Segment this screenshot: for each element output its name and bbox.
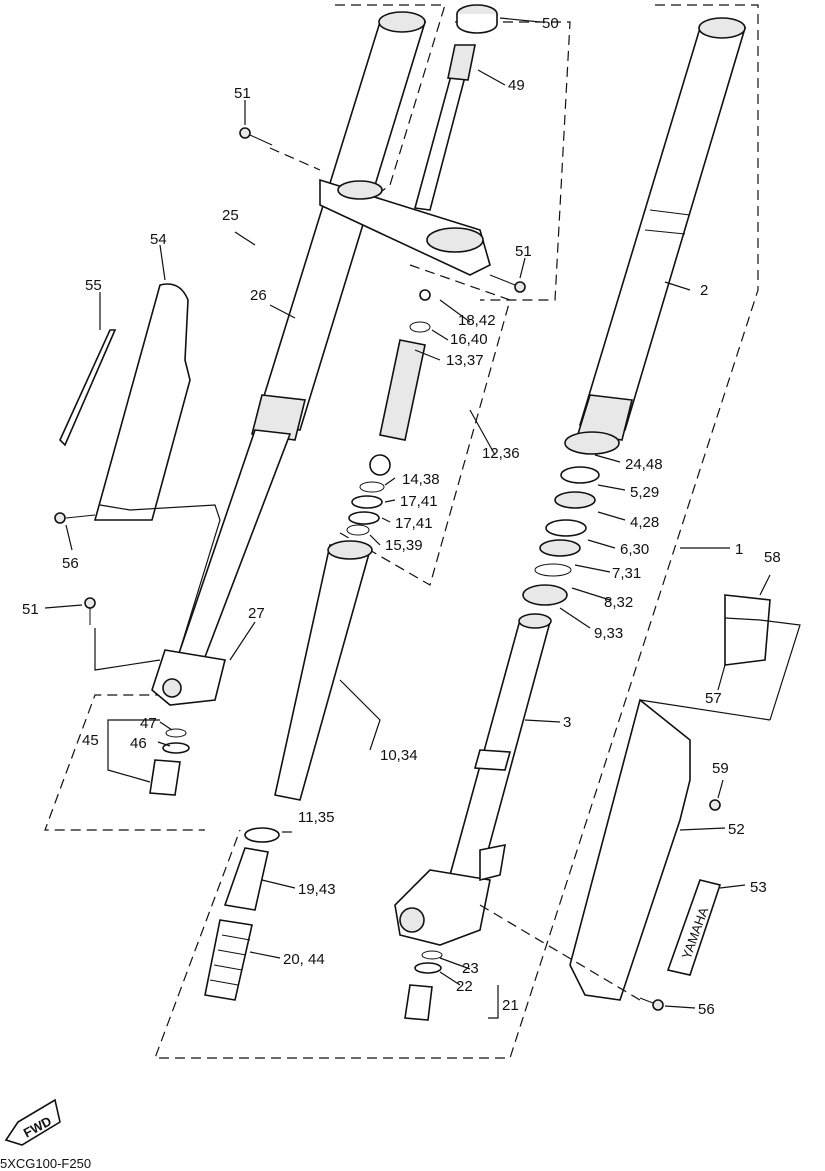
cap-50 [456,4,498,34]
label-3: 3 [563,714,571,731]
label-54: 54 [150,231,167,248]
adjuster-bottom-left [149,728,190,796]
label-57: 57 [705,690,722,707]
outer-tube-right [576,17,747,441]
label-52: 52 [728,821,745,838]
label-8-32: 8,32 [604,594,633,611]
label-55: 55 [85,277,102,294]
label-56-left: 56 [62,555,79,572]
label-46: 46 [130,735,147,752]
fork-guard-left [59,283,191,521]
spring-and-guide [204,847,269,1001]
label-27: 27 [248,605,265,622]
damper-cartridge [274,289,431,801]
outer-tube-left [173,11,427,671]
fork-guard-right [569,594,771,1001]
part-labels: 50 49 51 51 51 25 54 55 26 2 18,42 16,40… [22,15,781,1018]
bolts [54,127,721,1011]
label-15-39: 15,39 [385,537,423,554]
label-18-42: 18,42 [458,312,496,329]
label-22: 22 [456,978,473,995]
label-19-43: 19,43 [298,881,336,898]
yamaha-decal: YAMAHA [666,879,722,976]
label-2: 2 [700,282,708,299]
label-6-30: 6,30 [620,541,649,558]
outline-fork-assembly-right [154,4,759,1059]
label-17-41-a: 17,41 [400,493,438,510]
outline-inner-group [455,21,571,301]
label-17-41-b: 17,41 [395,515,433,532]
label-26: 26 [250,287,267,304]
label-12-36: 12,36 [482,445,520,462]
steering-stem [413,44,476,211]
label-5-29: 5,29 [630,484,659,501]
label-53: 53 [750,879,767,896]
label-4-28: 4,28 [630,514,659,531]
drawing-code: 5XCG100-F250 [0,1156,91,1171]
inner-tube-right [448,613,552,881]
seals-and-bushings [522,431,620,606]
label-11-35: 11,35 [298,809,334,826]
axle-bracket-right [394,843,506,946]
label-50: 50 [542,15,559,32]
label-20-44: 20, 44 [283,951,325,968]
label-49: 49 [508,77,525,94]
label-58: 58 [764,549,781,566]
label-56-right: 56 [698,1001,715,1018]
label-9-33: 9,33 [594,625,623,642]
o-rings [244,321,431,843]
label-47: 47 [140,715,157,732]
label-51-left: 51 [22,601,39,618]
label-24-48: 24,48 [625,456,663,473]
label-7-31: 7,31 [612,565,641,582]
label-51-top: 51 [234,85,251,102]
label-59: 59 [712,760,729,777]
label-10-34: 10,34 [380,747,418,764]
label-14-38: 14,38 [402,471,440,488]
label-1: 1 [735,541,743,558]
label-23: 23 [462,960,479,977]
label-13-37: 13,37 [446,352,484,369]
label-25: 25 [222,207,239,224]
label-21: 21 [502,997,519,1014]
adjuster-bottom-right [404,950,443,1021]
axle-bracket-left [151,649,226,706]
label-45: 45 [82,732,99,749]
fwd-arrow-icon: FWD [4,1098,61,1146]
leader-lines [44,17,801,1019]
outline-damper-group [334,264,511,586]
triple-clamp [319,178,491,276]
label-51-clamp: 51 [515,243,532,260]
label-16-40: 16,40 [450,331,488,348]
